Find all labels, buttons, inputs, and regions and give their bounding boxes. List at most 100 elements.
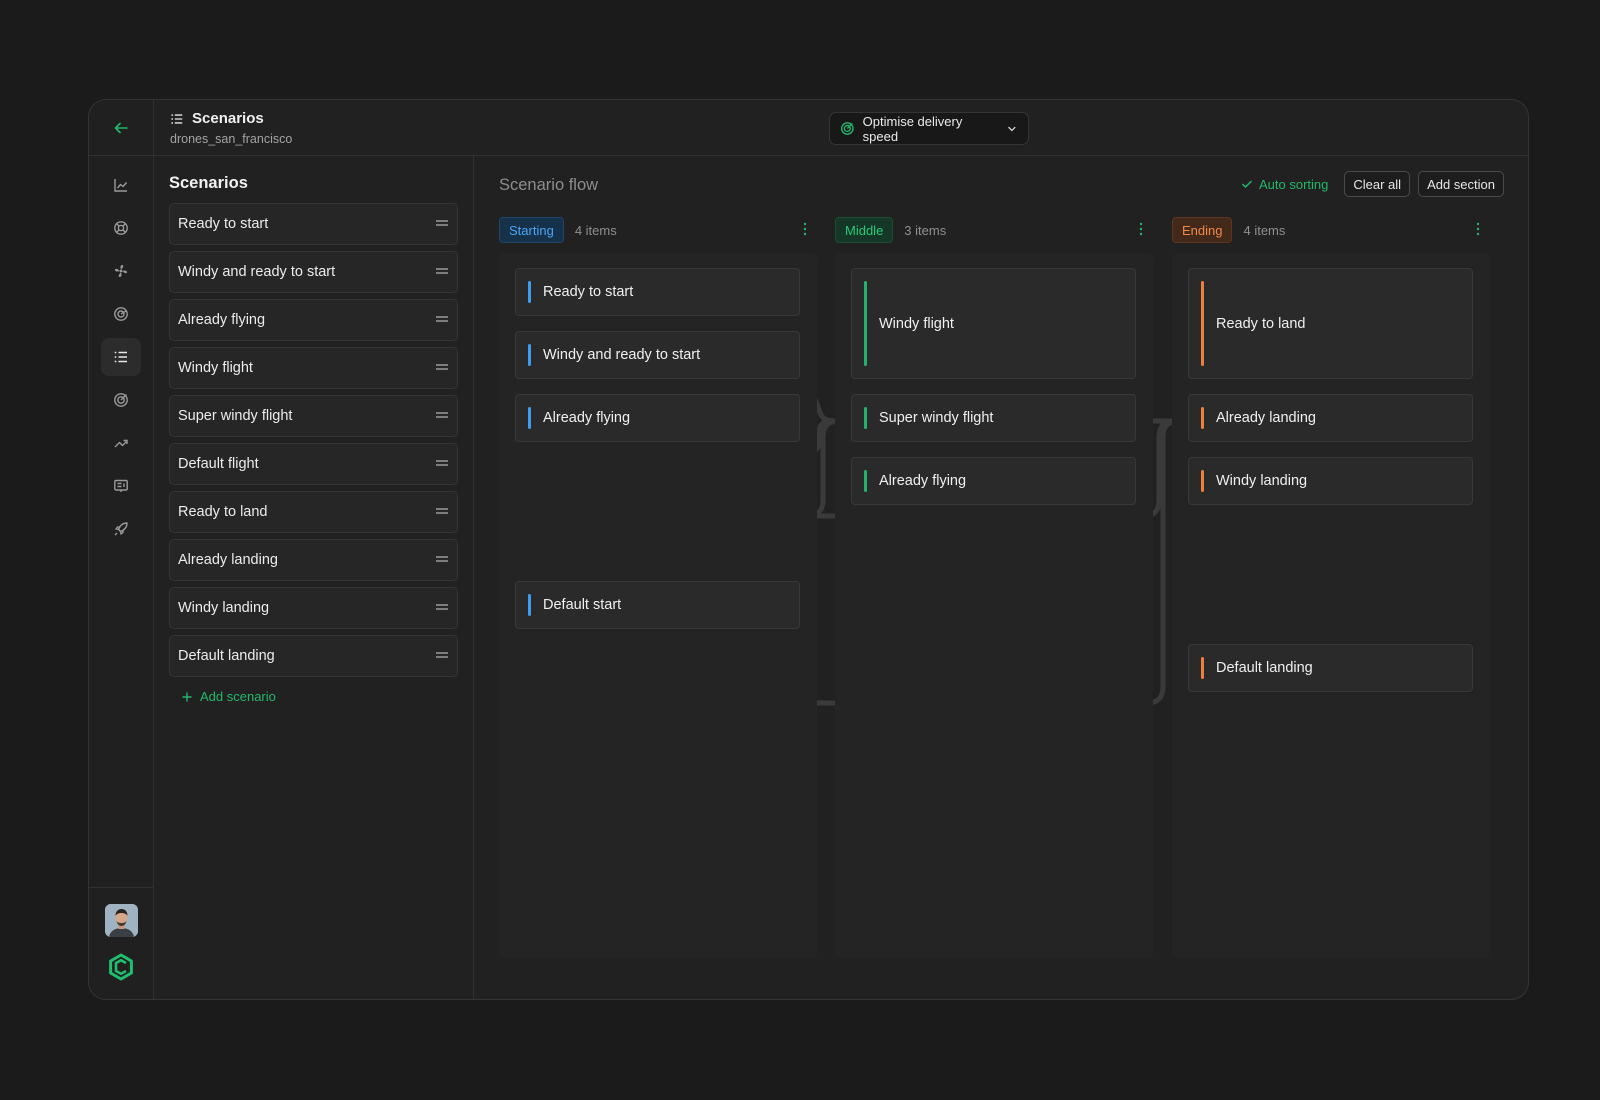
flow-actions: Auto sorting Clear all Add section	[1241, 171, 1504, 197]
nav-analytics[interactable]	[101, 166, 141, 204]
column-header: Starting 4 items	[499, 216, 817, 244]
scenario-label: Windy flight	[178, 360, 253, 376]
drag-handle-icon[interactable]	[435, 456, 449, 472]
scenario-label: Already flying	[178, 312, 266, 328]
card-label: Ready to start	[543, 284, 634, 300]
avatar[interactable]	[105, 904, 138, 937]
flow-card[interactable]: Already flying	[515, 394, 800, 442]
card-accent	[1201, 470, 1204, 492]
scenario-label: Windy and ready to start	[178, 264, 336, 280]
flow-card[interactable]: Default landing	[1188, 644, 1473, 692]
section-tag[interactable]: Starting	[499, 217, 564, 243]
card-label: Already flying	[879, 473, 967, 489]
flow-card[interactable]: Default start	[515, 581, 800, 629]
nav-scenarios[interactable]	[101, 338, 141, 376]
drag-handle-icon[interactable]	[435, 600, 449, 616]
fan-icon	[115, 265, 127, 277]
nav-support[interactable]	[101, 209, 141, 247]
card-label: Already landing	[1216, 410, 1316, 426]
back-button[interactable]	[89, 100, 153, 156]
drag-handle-icon[interactable]	[435, 264, 449, 280]
check-icon	[1242, 180, 1252, 188]
lifebuoy-icon	[114, 221, 128, 235]
card-label: Super windy flight	[879, 410, 994, 426]
brand-logo	[106, 952, 136, 987]
drag-handle-icon[interactable]	[435, 504, 449, 520]
flow-card[interactable]: Super windy flight	[851, 394, 1136, 442]
scenario-label: Default landing	[178, 648, 275, 664]
radar-icon	[114, 307, 128, 321]
scenario-label: Ready to land	[178, 504, 268, 520]
nav-deploy[interactable]	[101, 510, 141, 548]
line-chart-icon	[114, 179, 128, 192]
nav-fans[interactable]	[101, 252, 141, 290]
add-scenario-button[interactable]: Add scenario	[181, 689, 458, 704]
flow-card[interactable]: Already landing	[1188, 394, 1473, 442]
card-accent	[1201, 407, 1204, 429]
card-label: Default start	[543, 597, 622, 613]
goal-select[interactable]: Optimise delivery speed	[829, 112, 1029, 145]
nav-radar[interactable]	[101, 295, 141, 333]
scenario-list-item[interactable]: Windy and ready to start	[169, 251, 458, 293]
section-tag[interactable]: Middle	[835, 217, 894, 243]
clear-all-button[interactable]: Clear all	[1344, 171, 1411, 197]
more-vertical-icon[interactable]	[1476, 222, 1480, 241]
scenario-list-item[interactable]: Default landing	[169, 635, 458, 677]
scenario-label: Default flight	[178, 456, 259, 472]
flow-card[interactable]: Ready to land	[1188, 268, 1473, 379]
drag-handle-icon[interactable]	[435, 216, 449, 232]
card-accent	[1201, 281, 1204, 366]
flow-card[interactable]: Windy flight	[851, 268, 1136, 379]
drag-handle-icon[interactable]	[435, 408, 449, 424]
nav-reports[interactable]	[101, 467, 141, 505]
scenario-list-item[interactable]: Windy landing	[169, 587, 458, 629]
report-icon	[114, 479, 128, 492]
more-vertical-icon[interactable]	[1139, 222, 1143, 241]
card-accent	[864, 407, 867, 429]
nav-goals[interactable]	[101, 381, 141, 419]
scenario-list-item[interactable]: Super windy flight	[169, 395, 458, 437]
column-header: Middle 3 items	[835, 216, 1153, 244]
drag-handle-icon[interactable]	[435, 312, 449, 328]
flow-card[interactable]: Ready to start	[515, 268, 800, 316]
card-accent	[528, 407, 531, 429]
card-label: Windy and ready to start	[543, 347, 701, 363]
add-scenario-label: Add scenario	[200, 689, 276, 704]
drag-handle-icon[interactable]	[435, 552, 449, 568]
plus-icon	[182, 692, 192, 701]
flow-card[interactable]: Already flying	[851, 457, 1136, 505]
item-count: 4 items	[574, 222, 617, 238]
section-tag[interactable]: Ending	[1172, 217, 1233, 243]
add-section-button[interactable]: Add section	[1418, 171, 1504, 197]
card-label: Windy flight	[879, 315, 954, 332]
nav-trends[interactable]	[101, 424, 141, 462]
scenario-label: Already landing	[178, 552, 278, 568]
scenario-list-item[interactable]: Ready to land	[169, 491, 458, 533]
scenario-list-item[interactable]: Default flight	[169, 443, 458, 485]
scenario-list-item[interactable]: Windy flight	[169, 347, 458, 389]
scenario-list-item[interactable]: Ready to start	[169, 203, 458, 245]
card-label: Windy landing	[1216, 473, 1308, 489]
top-bar: Scenarios drones_san_francisco Optimise …	[154, 100, 1528, 156]
auto-sorting-label: Auto sorting	[1259, 176, 1329, 192]
auto-sorting-toggle[interactable]: Auto sorting	[1241, 177, 1328, 192]
flow-card[interactable]: Windy and ready to start	[515, 331, 800, 379]
drag-handle-icon[interactable]	[435, 648, 449, 664]
scenario-list-item[interactable]: Already flying	[169, 299, 458, 341]
project-name: drones_san_francisco	[170, 132, 293, 146]
flow-card[interactable]: Windy landing	[1188, 457, 1473, 505]
card-accent	[528, 594, 531, 616]
item-count: 3 items	[904, 222, 947, 238]
drag-handle-icon[interactable]	[435, 360, 449, 376]
card-accent	[528, 281, 531, 303]
scenario-list-item[interactable]: Already landing	[169, 539, 458, 581]
scenario-flow: Scenario flow Auto sorting Clear all Add…	[475, 156, 1528, 999]
more-vertical-icon[interactable]	[803, 222, 807, 241]
